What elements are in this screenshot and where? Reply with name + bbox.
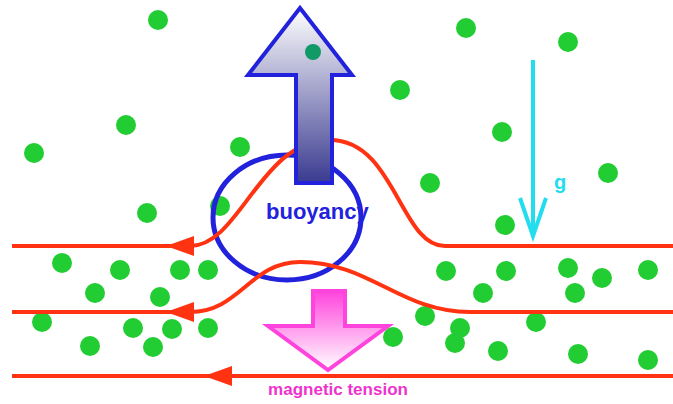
tension-label: magnetic tension xyxy=(268,381,408,400)
force-label: buoyancy xyxy=(266,200,369,224)
gravity-arrow xyxy=(520,60,546,236)
tension-arrow xyxy=(268,291,388,370)
field-line xyxy=(12,140,673,376)
gravity-label: g xyxy=(554,171,566,193)
buoyancy-arrow xyxy=(248,8,352,183)
particle xyxy=(305,44,321,60)
field-arrowhead xyxy=(166,236,232,386)
